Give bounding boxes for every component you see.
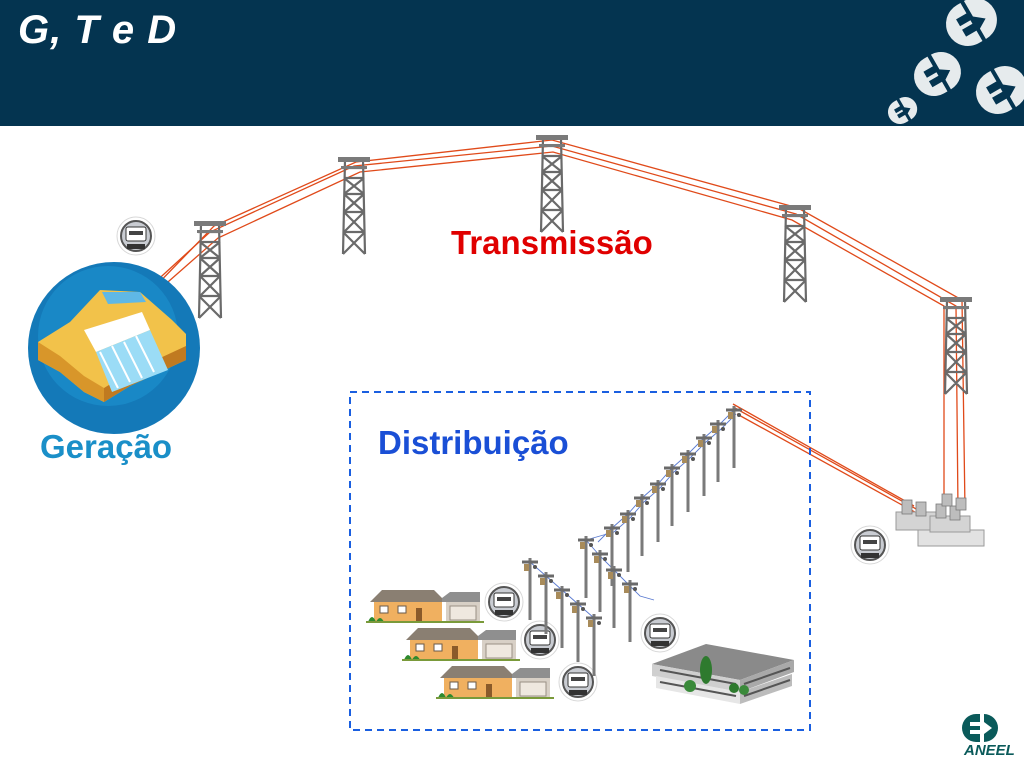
aneel-logo-text: ANEEL xyxy=(964,742,1015,759)
transmission-tower-icon xyxy=(192,219,228,320)
utility-pole-icon xyxy=(632,492,652,558)
electric-meter-icon xyxy=(520,620,560,660)
utility-pole-icon xyxy=(520,556,540,622)
aneel-header-logo-icon xyxy=(888,0,1024,124)
utility-pole-icon xyxy=(694,432,714,498)
utility-pole-icon xyxy=(590,548,610,614)
utility-pole-icon xyxy=(618,508,638,574)
electric-meter-icon xyxy=(640,613,680,653)
aneel-logo-icon xyxy=(962,714,998,742)
utility-pole-icon xyxy=(648,478,668,544)
distribution-area-frame xyxy=(349,391,811,731)
hydro-plant-icon xyxy=(28,262,200,434)
electric-meter-icon xyxy=(558,662,598,702)
electric-meter-icon xyxy=(116,216,156,256)
house-icon xyxy=(365,589,485,624)
distribution-label: Distribuição xyxy=(378,424,569,461)
header-bar: G, T e D xyxy=(0,0,1024,126)
generation-label: Geração xyxy=(40,428,173,465)
utility-pole-icon xyxy=(620,578,640,644)
commercial-building-icon xyxy=(652,644,794,704)
utility-pole-icon xyxy=(708,418,728,484)
house-icon xyxy=(435,665,555,700)
utility-pole-icon xyxy=(662,462,682,528)
substation-icon xyxy=(895,493,985,547)
electric-meter-icon xyxy=(850,525,890,565)
house-icon xyxy=(401,627,521,662)
transmission-label: Transmissão xyxy=(451,224,653,261)
page-title: G, T e D xyxy=(18,8,178,52)
utility-pole-icon xyxy=(576,534,596,600)
electric-meter-icon xyxy=(484,582,524,622)
utility-pole-icon xyxy=(568,598,588,664)
utility-pole-icon xyxy=(678,448,698,514)
utility-pole-icon xyxy=(604,564,624,630)
utility-pole-icon xyxy=(724,404,744,470)
